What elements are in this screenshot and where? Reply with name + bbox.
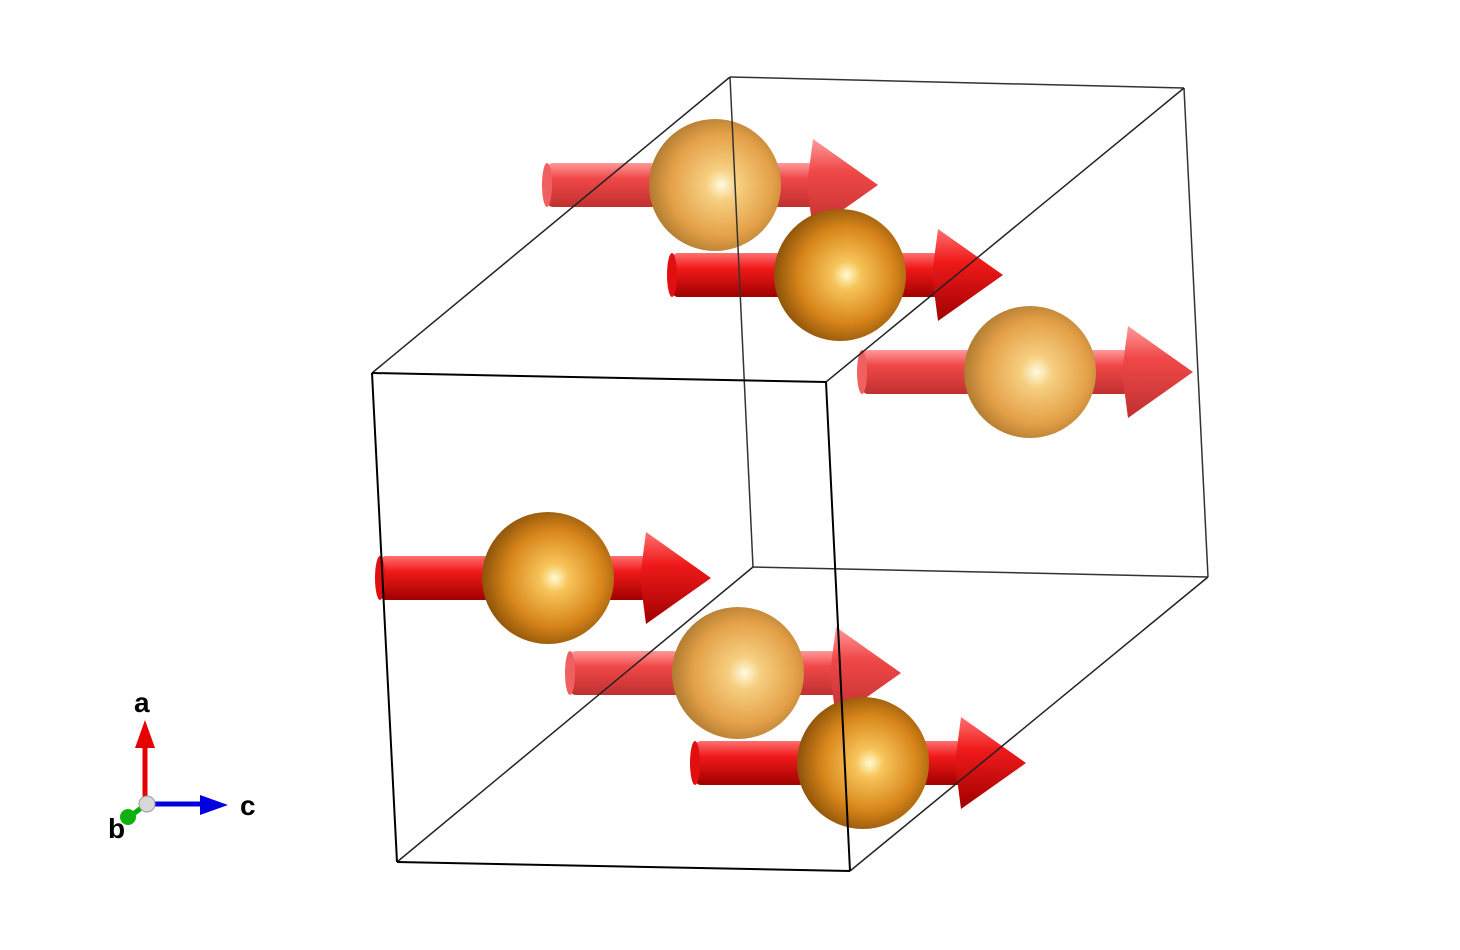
atom-sphere[interactable]: [482, 512, 614, 644]
moment-arrow-tail: [565, 651, 575, 695]
atom-sphere[interactable]: [797, 697, 929, 829]
cell-edge: [1183, 87, 1209, 578]
moment-arrow-tail: [857, 350, 867, 394]
cell-edge: [396, 861, 851, 872]
atom-sphere[interactable]: [774, 209, 906, 341]
cell-edge: [396, 566, 754, 863]
axis-a-label: a: [134, 687, 150, 718]
atom-with-moment[interactable]: [375, 512, 711, 644]
moment-arrowhead-icon: [1122, 326, 1193, 418]
cell-edge: [825, 87, 1185, 383]
moment-arrow-tail: [542, 163, 552, 207]
unit-cell: [371, 76, 1209, 872]
moment-arrow-tail: [690, 741, 700, 785]
moment-arrowhead-icon: [955, 717, 1026, 809]
atom-sphere[interactable]: [672, 607, 804, 739]
axis-origin-icon: [138, 795, 156, 813]
axis-indicator: a b c: [108, 687, 256, 844]
axis-a-arrowhead-icon: [135, 720, 155, 748]
cell-edge: [825, 381, 851, 872]
atom-sphere[interactable]: [964, 306, 1096, 438]
axis-c-label: c: [240, 790, 256, 821]
cell-edge: [371, 372, 827, 383]
cell-edge: [752, 566, 1209, 578]
atom-with-moment[interactable]: [565, 607, 901, 739]
atom-sphere[interactable]: [649, 119, 781, 251]
moment-arrowhead-icon: [640, 532, 711, 624]
cell-edge: [729, 76, 754, 568]
moment-arrowhead-icon: [807, 139, 878, 231]
cell-edge: [371, 76, 731, 374]
axis-c-arrowhead-icon: [200, 795, 228, 815]
axis-b-head-icon: [120, 809, 136, 825]
atom-with-moment[interactable]: [542, 119, 878, 251]
cell-edge: [849, 576, 1209, 872]
moment-arrow-tail: [667, 253, 677, 297]
atom-with-moment[interactable]: [690, 697, 1026, 829]
atoms-layer: [375, 119, 1193, 829]
moment-arrowhead-icon: [932, 229, 1003, 321]
cell-edge: [729, 76, 1185, 89]
cell-edge: [371, 372, 398, 863]
moment-arrowhead-icon: [830, 627, 901, 719]
atom-with-moment[interactable]: [857, 306, 1193, 438]
axis-b-label: b: [108, 813, 125, 844]
